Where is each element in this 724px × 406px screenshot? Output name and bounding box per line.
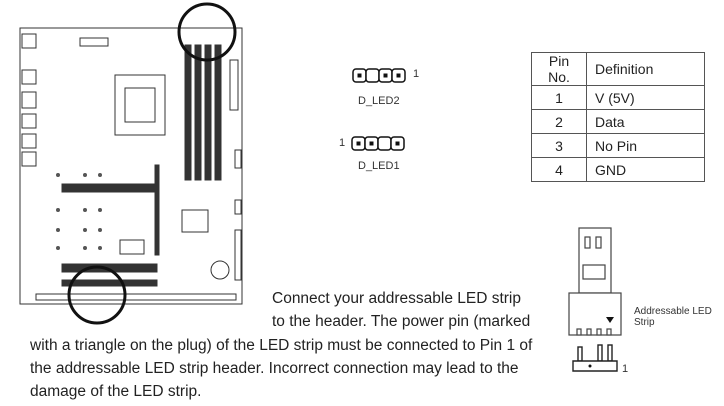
motherboard-diagram	[19, 2, 243, 325]
pin-number: 4	[531, 157, 587, 182]
led-strip-label: Addressable LED Strip	[634, 306, 712, 328]
pin-number: 3	[531, 133, 587, 158]
d-led2-highlight-circle	[177, 2, 237, 62]
pin-number: 2	[531, 109, 587, 134]
d-led2-pin1-marker: 1	[413, 68, 420, 80]
pin1-triangle-icon	[606, 317, 614, 323]
pin-definition: Data	[586, 109, 705, 134]
description-line: the addressable LED strip header. Incorr…	[30, 360, 519, 377]
column-header-pin-no: Pin No.	[531, 52, 587, 86]
led-strip-plug-icon	[568, 227, 622, 372]
description-line: Connect your addressable LED strip	[272, 290, 521, 307]
d-led1-pin1-marker: 1	[339, 137, 346, 149]
pin-definition: GND	[586, 157, 705, 182]
pin-number: 1	[531, 85, 587, 110]
led-strip-label-line1: Addressable LED	[634, 306, 712, 317]
d-led2-label: D_LED2	[358, 95, 400, 107]
d-led1-header-icon	[351, 136, 405, 151]
description-line: to the header. The power pin (marked	[272, 313, 531, 330]
description-line: damage of the LED strip.	[30, 383, 202, 400]
d-led2-header-icon	[352, 68, 406, 83]
led-strip-label-line2: Strip	[634, 317, 655, 328]
pin-definition: No Pin	[586, 133, 705, 158]
column-header-definition: Definition	[586, 52, 705, 86]
table-header-row: Pin No. Definition	[531, 52, 705, 86]
description-line: with a triangle on the plug) of the LED …	[30, 337, 533, 354]
strip-pin1-marker: 1	[622, 363, 629, 375]
d-led1-highlight-circle	[67, 265, 127, 325]
pin-definition: V (5V)	[586, 85, 705, 110]
d-led1-label: D_LED1	[358, 160, 400, 172]
